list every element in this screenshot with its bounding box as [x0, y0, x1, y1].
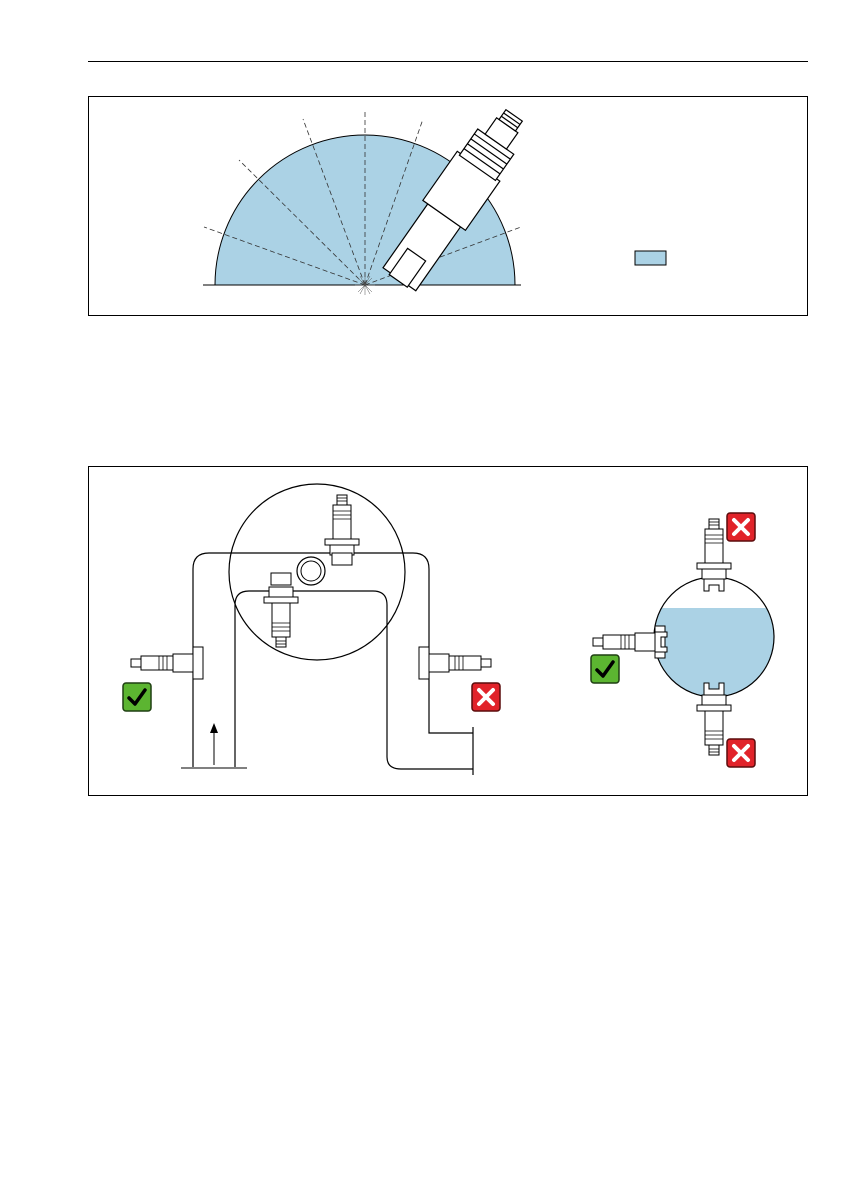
flow-arrow-head	[210, 723, 218, 733]
sensor-falling-pipe	[419, 647, 491, 679]
installation-angle-figure	[88, 96, 808, 316]
cross-icon-tank-top	[727, 513, 755, 541]
installation-angle-drawing	[89, 97, 809, 317]
cross-icon-tank-bottom	[727, 739, 755, 767]
installation-position-drawing	[89, 467, 809, 797]
sensor-tank-top	[697, 519, 731, 579]
pipe-inner-wall	[235, 591, 473, 769]
sensor-rising-pipe	[131, 647, 203, 679]
sensor-pipe-bottom	[264, 587, 298, 647]
page-header-rule	[88, 61, 808, 62]
legend-swatch-permitted-range	[635, 251, 666, 265]
sensor-pipe-top	[325, 495, 359, 555]
pivot-starburst	[355, 275, 375, 295]
installation-position-figure	[88, 466, 808, 796]
check-icon-tank-side	[591, 655, 619, 683]
check-icon-rising-pipe	[123, 683, 151, 711]
sensor-tank-bottom	[697, 695, 731, 755]
cross-icon-falling-pipe	[472, 683, 500, 711]
